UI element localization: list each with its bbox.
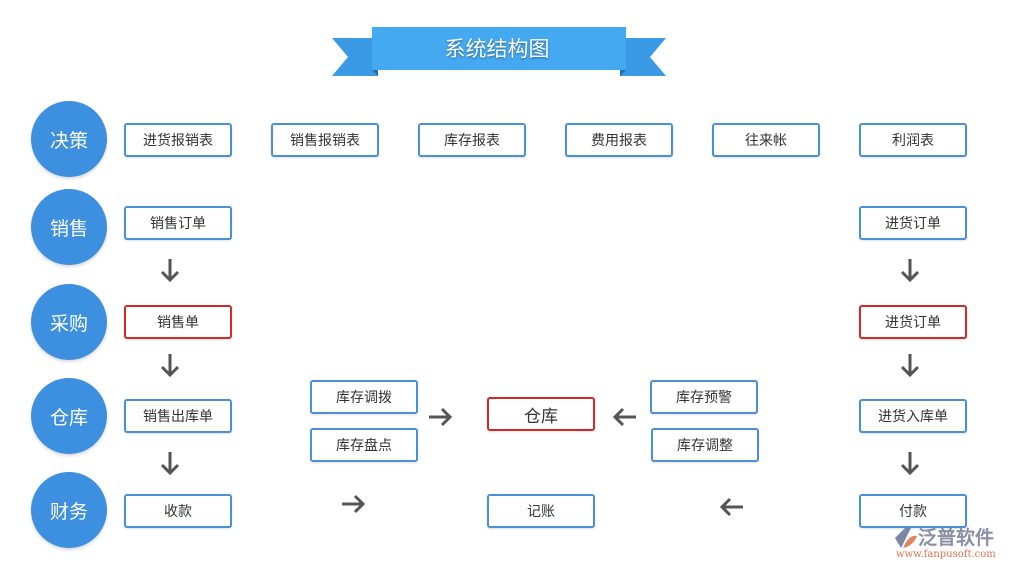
arrow-right-icon	[340, 494, 365, 514]
arrow-down-icon	[900, 352, 920, 377]
row-label-decision: 决策	[31, 101, 107, 177]
box-bookkeeping[interactable]: 记账	[487, 494, 595, 528]
box-expense-report[interactable]: 费用报表	[565, 123, 673, 157]
box-stock-count[interactable]: 库存盘点	[310, 428, 418, 462]
box-stock-alert[interactable]: 库存预警	[650, 380, 758, 414]
arrow-right-icon	[427, 407, 452, 427]
arrow-down-icon	[160, 352, 180, 377]
arrow-down-icon	[160, 450, 180, 475]
page-title: 系统结构图	[444, 37, 550, 61]
box-receipt[interactable]: 收款	[124, 494, 232, 528]
box-accounts[interactable]: 往来帐	[712, 123, 820, 157]
logo-mark	[895, 528, 917, 548]
arrow-down-icon	[160, 257, 180, 282]
box-stock-transfer[interactable]: 库存调拨	[310, 380, 418, 414]
title-banner	[332, 27, 666, 76]
logo-url: www.fanpusoft.com	[896, 549, 996, 560]
row-label-sales: 销售	[31, 189, 107, 265]
box-purchase-order-highlight[interactable]: 进货订单	[859, 305, 967, 339]
box-purchase-inbound[interactable]: 进货入库单	[859, 399, 967, 433]
box-payment[interactable]: 付款	[859, 494, 967, 528]
arrow-left-icon	[720, 497, 745, 517]
box-stock-adjust[interactable]: 库存调整	[651, 428, 759, 462]
box-purchase-order[interactable]: 进货订单	[859, 206, 967, 240]
row-label-finance: 财务	[31, 472, 107, 548]
box-sales-order[interactable]: 销售订单	[124, 206, 232, 240]
box-sales-outbound[interactable]: 销售出库单	[124, 399, 232, 433]
arrow-left-icon	[613, 407, 638, 427]
arrow-down-icon	[900, 257, 920, 282]
row-label-purchase: 采购	[31, 284, 107, 360]
row-label-warehouse: 仓库	[31, 378, 107, 454]
arrow-down-icon	[900, 450, 920, 475]
box-warehouse[interactable]: 仓库	[487, 397, 595, 431]
box-inventory-report[interactable]: 库存报表	[418, 123, 526, 157]
logo-name: 泛普软件	[918, 527, 995, 549]
box-sales-slip[interactable]: 销售单	[124, 305, 232, 339]
box-sales-report[interactable]: 销售报销表	[271, 123, 379, 157]
box-profit-statement[interactable]: 利润表	[859, 123, 967, 157]
box-purchase-report[interactable]: 进货报销表	[124, 123, 232, 157]
